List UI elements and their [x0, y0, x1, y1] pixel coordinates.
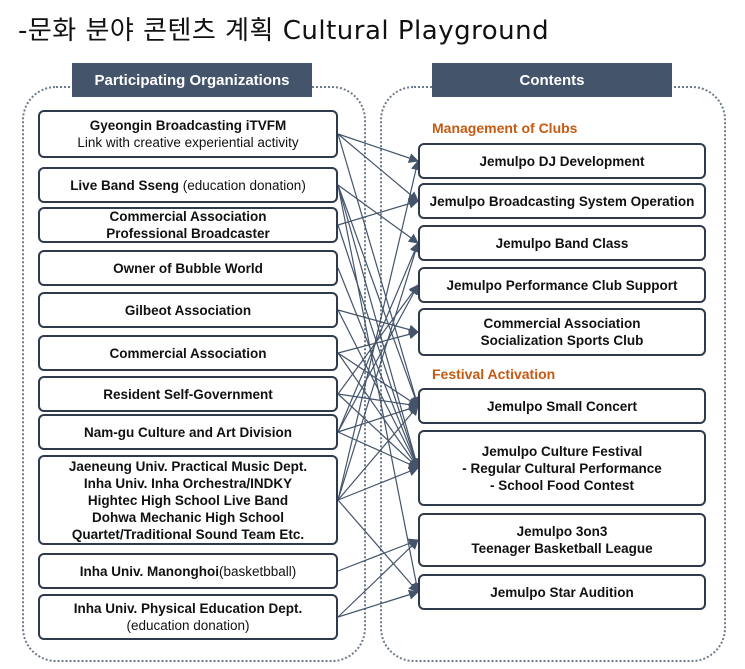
- organization-subtext: Link with creative experiential activity: [77, 135, 299, 150]
- organization-label: Gilbeot Association: [124, 302, 252, 318]
- organization-label: Commercial Association: [109, 209, 267, 224]
- organizations-header: Participating Organizations: [72, 63, 312, 97]
- organization-label: Nam-gu Culture and Art Division: [83, 424, 292, 440]
- organization-label: Owner of Bubble World: [113, 260, 263, 276]
- organization-label: Commercial Association: [109, 345, 267, 361]
- organization-label: Gyeongin Broadcasting iTVFM: [89, 118, 287, 133]
- content-box: Jemulpo Band Class: [418, 225, 706, 261]
- connection-arrow: [337, 499, 419, 593]
- organization-label: Live Band Sseng: [70, 177, 179, 193]
- organization-subtext: (education donation): [126, 618, 250, 633]
- connection-arrow: [337, 133, 419, 163]
- contents-header: Contents: [432, 63, 672, 97]
- connection-arrow: [337, 538, 419, 572]
- content-box: Jemulpo Star Audition: [418, 574, 706, 610]
- connection-arrow: [337, 133, 419, 202]
- organization-note: (education donation): [178, 177, 306, 193]
- connection-arrow: [337, 184, 419, 244]
- connection-arrow: [337, 284, 419, 395]
- organization-box: Gyeongin Broadcasting iTVFM Link with cre…: [38, 110, 338, 158]
- organization-box: Resident Self-Government: [38, 376, 338, 412]
- connection-arrow: [337, 242, 420, 433]
- organization-box: Inha Univ. Physical Education Dept. (educ…: [38, 594, 338, 640]
- content-label: Jemulpo Star Audition: [490, 584, 634, 600]
- page-title: -문화 분야 콘텐츠 계획 Cultural Playground: [18, 16, 550, 46]
- content-box: Jemulpo Culture Festival- Regular Cultur…: [418, 430, 706, 506]
- content-label: Jemulpo Band Class: [495, 235, 629, 251]
- connection-arrow: [337, 184, 421, 469]
- organization-box: Commercial Association: [38, 335, 338, 371]
- organization-label: Resident Self-Government: [103, 386, 273, 402]
- organization-label: Inha Univ. Manonghoi: [79, 563, 219, 579]
- content-label: - School Food Contest: [490, 477, 634, 493]
- connection-arrow: [337, 284, 419, 433]
- content-box: Jemulpo Performance Club Support: [418, 267, 706, 303]
- content-label: Commercial Association: [483, 316, 641, 331]
- connection-arrow: [337, 431, 419, 469]
- content-label: Jemulpo 3on3: [516, 524, 608, 539]
- organization-box: Live Band Sseng (education donation): [38, 167, 338, 203]
- connection-arrow: [337, 352, 419, 469]
- connection-arrow: [337, 184, 420, 407]
- connection-arrow: [337, 267, 420, 469]
- organization-box: Gilbeot Association: [38, 292, 338, 328]
- content-box: Jemulpo Broadcasting System Operation: [418, 183, 706, 219]
- organization-label: Dohwa Mechanic High School: [91, 509, 285, 525]
- connection-arrow: [337, 309, 419, 469]
- connection-arrow: [337, 224, 420, 469]
- connection-arrow: [337, 404, 419, 433]
- connection-arrow: [337, 589, 419, 618]
- connection-arrow: [337, 133, 421, 407]
- organization-label: Jaeneung Univ. Practical Music Dept.: [68, 458, 308, 474]
- connection-arrow: [337, 198, 419, 226]
- content-box: Jemulpo Small Concert: [418, 388, 706, 424]
- organization-note: (basketbball): [218, 563, 297, 579]
- organization-label: Hightec High School Live Band: [87, 492, 289, 508]
- section-label-festival: Festival Activation: [432, 366, 556, 382]
- content-label: Jemulpo Small Concert: [486, 398, 638, 414]
- section-label-clubs: Management of Clubs: [432, 120, 578, 136]
- content-label: Jemulpo Broadcasting System Operation: [429, 193, 695, 209]
- content-label: - Regular Cultural Performance: [462, 460, 662, 476]
- connection-arrow: [337, 329, 419, 354]
- content-label: Jemulpo Performance Club Support: [446, 277, 678, 293]
- organization-box: Nam-gu Culture and Art Division: [38, 414, 338, 450]
- connection-arrow: [337, 405, 419, 501]
- connection-arrow: [337, 160, 421, 501]
- connection-arrow: [337, 352, 419, 407]
- connection-arrow: [337, 466, 419, 501]
- organization-label: Inha Univ. Physical Education Dept.: [73, 601, 303, 616]
- connection-arrow: [337, 309, 419, 335]
- connection-arrow: [337, 539, 419, 618]
- organization-label: Quartet/Traditional Sound Team Etc.: [71, 526, 305, 542]
- content-label: Jemulpo Culture Festival: [481, 443, 643, 459]
- connection-arrow: [337, 393, 419, 410]
- content-label: Teenager Basketball League: [471, 541, 653, 556]
- content-box: Jemulpo DJ Development: [418, 143, 706, 179]
- organization-label: Inha Univ. Inha Orchestra/INDKY: [83, 475, 293, 491]
- organization-box: Owner of Bubble World: [38, 250, 338, 286]
- content-label: Jemulpo DJ Development: [479, 153, 645, 169]
- organization-label: Professional Broadcaster: [106, 226, 270, 241]
- organization-box: Inha Univ. Manonghoi(basketbball): [38, 553, 338, 589]
- organization-box: Jaeneung Univ. Practical Music Dept.Inha…: [38, 455, 338, 545]
- content-label: Socialization Sports Club: [480, 333, 644, 348]
- connection-arrow: [337, 242, 421, 501]
